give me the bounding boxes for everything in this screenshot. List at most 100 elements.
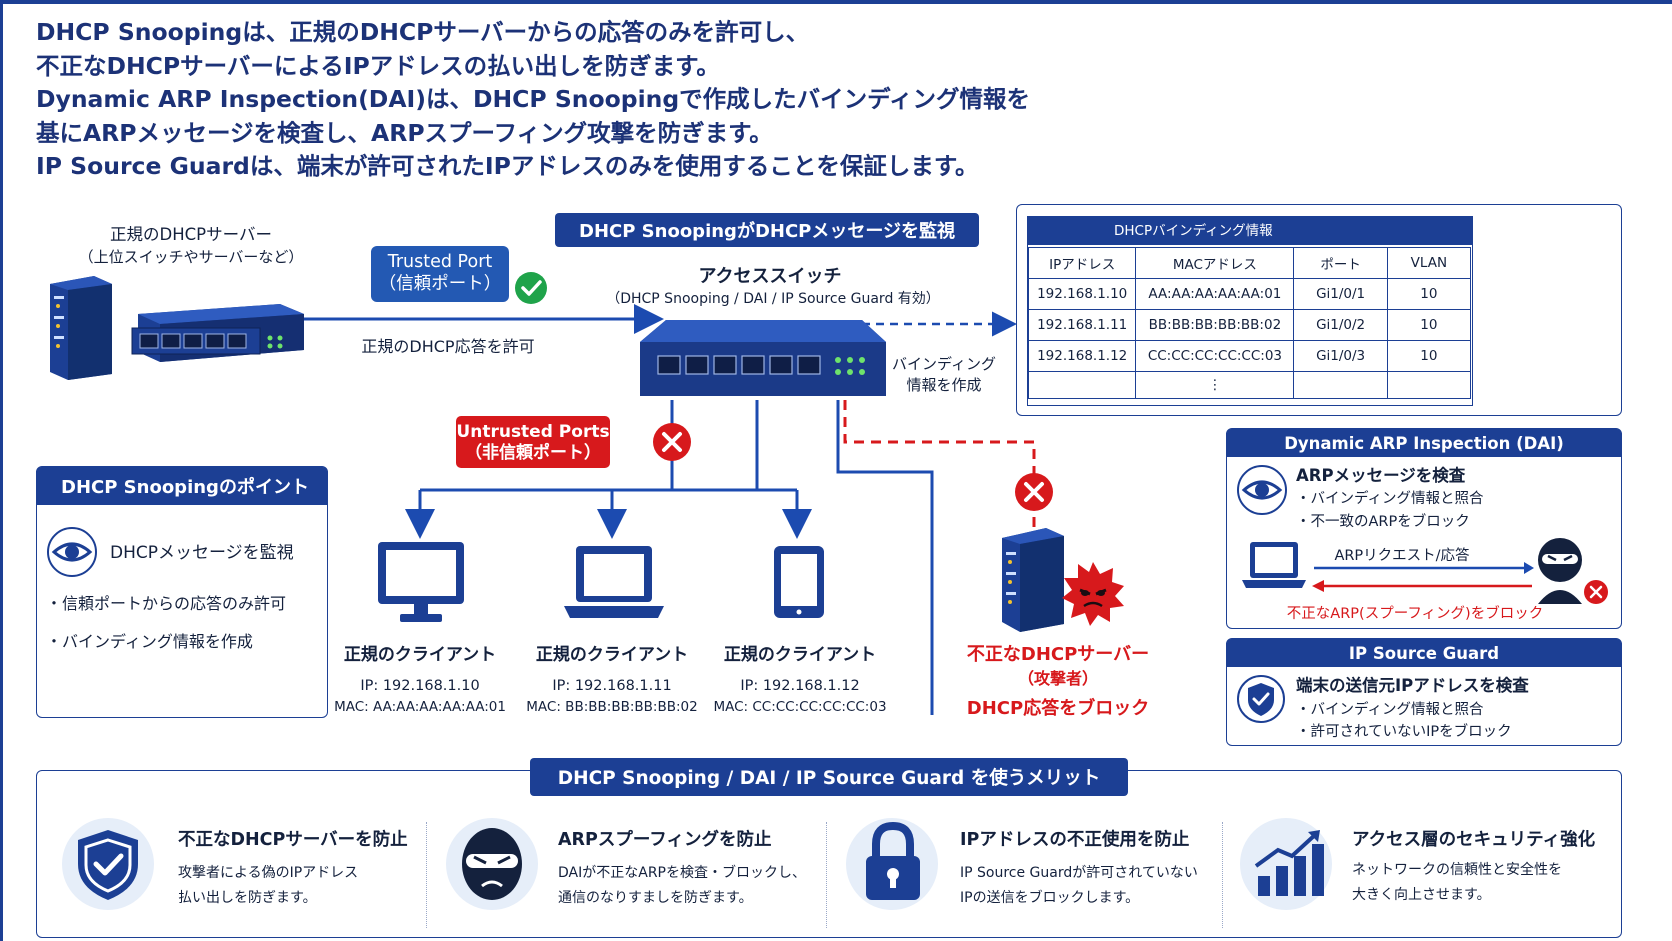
client-name: 正規のクライアント: [535, 645, 689, 665]
rogue-server-title: 不正なDHCPサーバー: [966, 644, 1150, 665]
divider: [826, 822, 827, 928]
hacker-mask-icon: [462, 828, 522, 900]
ipsg-panel: IP Source Guard: [1226, 638, 1622, 746]
check-icon: [515, 272, 547, 304]
server-tower-icon: [50, 276, 112, 380]
rogue-server-icon: [1002, 528, 1064, 632]
benefit-title: ARPスプーフィングを防止: [558, 830, 772, 850]
table-cell: 192.168.1.10: [1027, 278, 1137, 310]
divider: [426, 822, 427, 928]
untrusted-ports-label: Untrusted Ports: [456, 422, 610, 442]
dai-laptop-icon: [1242, 542, 1306, 588]
client-mac: MAC: CC:CC:CC:CC:CC:03: [713, 699, 887, 715]
allow-label: 正規のDHCP応答を許可: [361, 337, 535, 356]
table-cell: 10: [1386, 340, 1472, 372]
binding-table-title: DHCPバインディング情報: [1028, 217, 1472, 245]
client-ip: IP: 192.168.1.10: [360, 678, 480, 694]
table-row-more: ⋮: [1027, 371, 1472, 399]
access-switch-subtitle: （DHCP Snooping / DAI / IP Source Guard 有…: [606, 291, 940, 307]
client-ip: IP: 192.168.1.11: [552, 678, 672, 694]
frame-top-border: [0, 0, 1672, 4]
table-cell: AA:AA:AA:AA:AA:01: [1135, 278, 1295, 310]
dai-bullet: ・バインディング情報と照合: [1296, 491, 1484, 507]
snooping-monitor-text: DHCPメッセージを監視: [110, 543, 294, 563]
rogue-block-label: DHCP応答をブロック: [966, 698, 1150, 719]
untrusted-ports-badge: Untrusted Ports （非信頼ポート）: [456, 416, 610, 468]
snooping-bullet: ・バインディング情報を作成: [46, 632, 253, 651]
snooping-bullet: ・信頼ポートからの応答のみ許可: [46, 594, 287, 613]
growth-chart-icon: [1254, 830, 1324, 896]
intro-line: 基にARPメッセージを検査し、ARPスプーフィング攻撃を防ぎます。: [36, 118, 773, 147]
more-rows-indicator: ⋮: [1135, 371, 1295, 399]
trusted-port-sublabel: （信頼ポート）: [378, 274, 502, 294]
client-mac: MAC: BB:BB:BB:BB:BB:02: [526, 699, 698, 715]
benefit-desc: IPの送信をブロックします。: [960, 890, 1140, 906]
intro-line: DHCP Snoopingは、正規のDHCPサーバーからの応答のみを許可し、: [36, 18, 810, 46]
eye-icon: [47, 527, 97, 577]
arp-spoof-block-label: 不正なARP(スプーフィング)をブロック: [1286, 606, 1544, 622]
shield-check-icon: [1237, 675, 1285, 723]
arp-request-label: ARPリクエスト/応答: [1334, 548, 1470, 564]
desktop-monitor-icon: [378, 542, 464, 622]
laptop-icon: [564, 546, 664, 618]
column-header: ポート: [1293, 247, 1388, 279]
table-cell: 10: [1386, 309, 1472, 341]
dai-eye-icon: [1237, 465, 1287, 515]
table-cell: Gi1/0/1: [1293, 278, 1388, 310]
column-header: IPアドレス: [1027, 247, 1137, 279]
intro-line: Dynamic ARP Inspection(DAI)は、DHCP Snoopi…: [36, 85, 1031, 113]
client-name: 正規のクライアント: [723, 645, 877, 665]
benefit-title: IPアドレスの不正使用を防止: [960, 830, 1190, 850]
ipsg-bullet: ・バインディング情報と照合: [1296, 702, 1484, 718]
binding-table-header-row: IPアドレス MACアドレス ポート VLAN: [1027, 247, 1472, 279]
untrusted-ports-sublabel: （非信頼ポート）: [465, 443, 601, 463]
benefit-desc: 通信のなりすましを防ぎます。: [558, 890, 753, 906]
legit-server-subtitle: （上位スイッチやサーバーなど）: [78, 248, 304, 266]
arp-flow-arrows: [1312, 562, 1534, 592]
tablet-icon: [774, 546, 824, 618]
benefit-title: アクセス層のセキュリティ強化: [1352, 830, 1596, 850]
rogue-block-x-icon: [1015, 473, 1053, 511]
trusted-port-label: Trusted Port: [387, 252, 493, 272]
table-cell: 10: [1386, 278, 1472, 310]
table-cell: BB:BB:BB:BB:BB:02: [1135, 309, 1295, 341]
intro-line: 不正なDHCPサーバーによるIPアドレスの払い出しを防ぎます。: [36, 51, 720, 80]
table-row: 192.168.1.10 AA:AA:AA:AA:AA:01 Gi1/0/1 1…: [1027, 278, 1472, 310]
binding-table: IPアドレス MACアドレス ポート VLAN 192.168.1.10 AA:…: [1027, 247, 1472, 399]
benefits-title: DHCP Snooping / DAI / IP Source Guard を使…: [530, 758, 1128, 796]
benefit-title: 不正なDHCPサーバーを防止: [178, 830, 408, 850]
column-header: VLAN: [1386, 247, 1472, 279]
shield-check-icon: [78, 830, 138, 900]
dai-heading: ARPメッセージを検査: [1296, 466, 1466, 485]
legit-server-title: 正規のDHCPサーバー: [110, 225, 272, 244]
table-cell: Gi1/0/3: [1293, 340, 1388, 372]
malicious-virus-icon: [1062, 562, 1124, 626]
ipsg-heading: 端末の送信元IPアドレスを検査: [1296, 676, 1529, 695]
table-cell: Gi1/0/2: [1293, 309, 1388, 341]
binding-table-box: DHCPバインディング情報 IPアドレス MACアドレス ポート VLAN 19…: [1027, 216, 1473, 406]
access-switch-icon: [640, 320, 886, 396]
access-switch-title: アクセススイッチ: [698, 266, 842, 287]
table-row: 192.168.1.11 BB:BB:BB:BB:BB:02 Gi1/0/2 1…: [1027, 309, 1472, 341]
binding-create-line2: 情報を作成: [906, 376, 982, 394]
benefit-desc: 大きく向上させます。: [1352, 887, 1491, 903]
dai-title: Dynamic ARP Inspection (DAI): [1227, 429, 1621, 457]
trusted-port-badge: Trusted Port （信頼ポート）: [371, 246, 509, 302]
uplink-to-rogue-side: [836, 400, 934, 715]
block-x-icon: [653, 423, 691, 461]
client-name: 正規のクライアント: [343, 645, 497, 665]
table-cell: 192.168.1.11: [1027, 309, 1137, 341]
monitor-banner: DHCP SnoopingがDHCPメッセージを監視: [555, 213, 979, 247]
rogue-server-subtitle: （攻撃者）: [1017, 669, 1098, 688]
intro-text: DHCP Snoopingは、正規のDHCPサーバーからの応答のみを許可し、 不…: [36, 16, 1030, 184]
ipsg-title: IP Source Guard: [1227, 639, 1621, 667]
dai-bullet: ・不一致のARPをブロック: [1296, 514, 1470, 530]
benefit-desc: IP Source Guardが許可されていない: [960, 865, 1198, 881]
snooping-points-title: DHCP Snoopingのポイント: [37, 467, 327, 505]
benefit-desc: ネットワークの信頼性と安全性を: [1352, 862, 1562, 878]
upstream-switch-icon: [131, 304, 304, 362]
client-ip: IP: 192.168.1.12: [740, 678, 860, 694]
rogue-dhcp-link: [843, 400, 1036, 530]
benefit-desc: 払い出しを防ぎます。: [178, 890, 317, 906]
attacker-icon: [1538, 538, 1608, 604]
